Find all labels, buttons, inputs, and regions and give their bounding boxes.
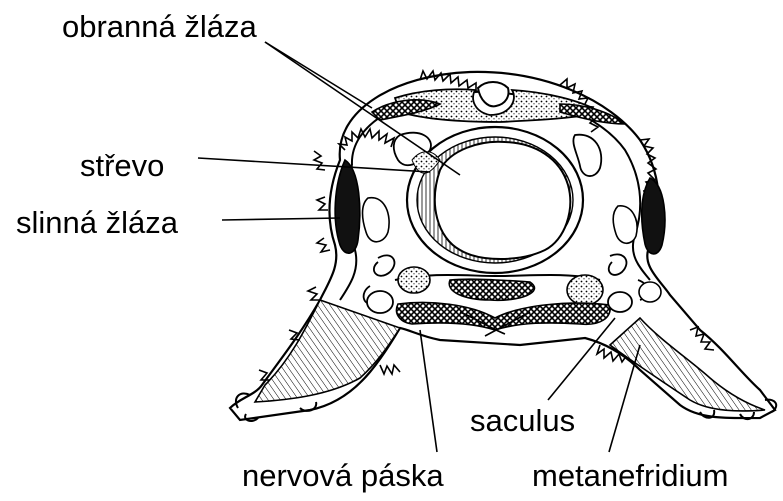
- label-obranna-zlaza: obranná žláza: [62, 11, 257, 42]
- label-slinna-zlaza: slinná žláza: [16, 207, 178, 238]
- nerve-cord-left: [398, 267, 430, 293]
- saculus-left: [367, 291, 393, 313]
- slinna-zlaza-gland-right: [642, 178, 665, 254]
- label-nervova-paska: nervová páska: [242, 460, 444, 491]
- label-strevo: střevo: [80, 150, 164, 181]
- leader-obranna-zlaza: [265, 42, 372, 108]
- strevo-gut: [407, 127, 583, 273]
- nerve-cord-right: [567, 275, 603, 305]
- leader-nervova-paska: [420, 330, 437, 452]
- label-saculus: saculus: [470, 405, 575, 436]
- saculus-right: [608, 292, 632, 312]
- saculus-right-2: [639, 282, 661, 302]
- label-metanefridium: metanefridium: [532, 460, 728, 491]
- leader-slinna-zlaza: [222, 218, 340, 220]
